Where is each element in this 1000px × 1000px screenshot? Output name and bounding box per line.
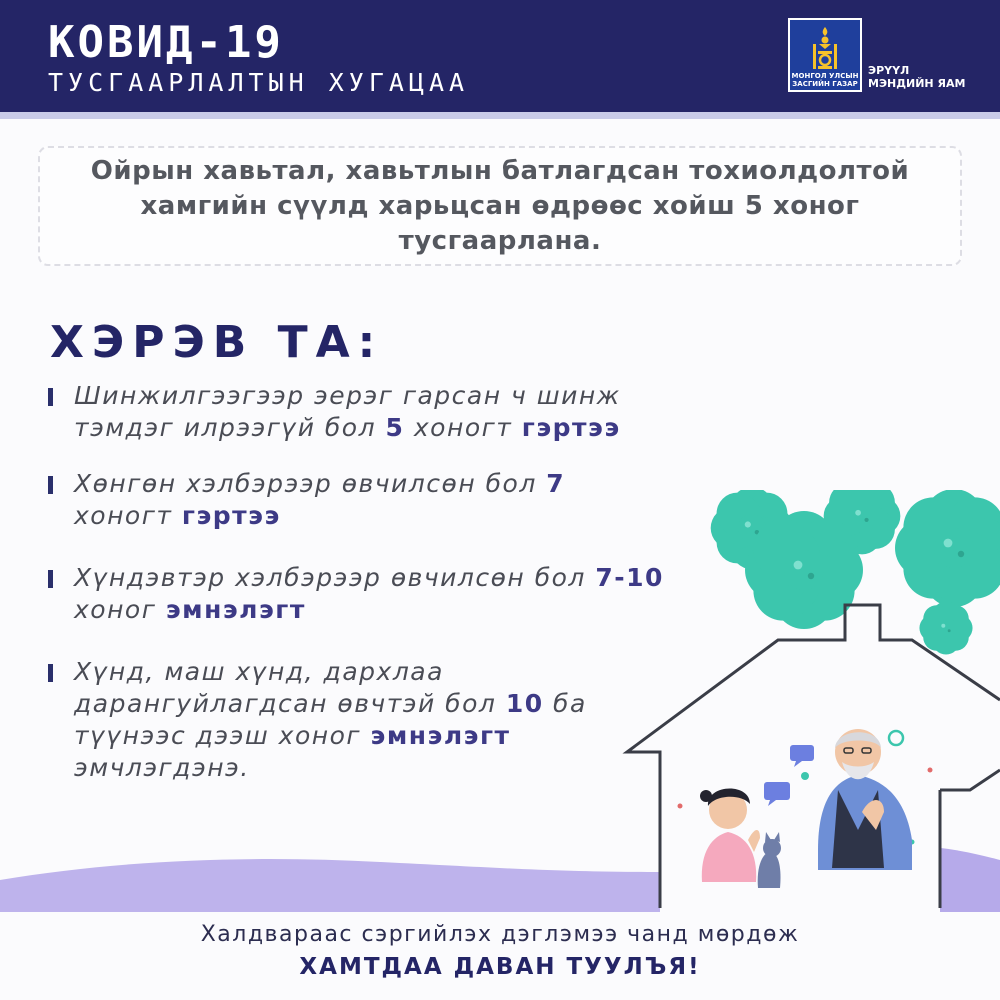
cat-figure — [757, 832, 781, 888]
virus-icon — [843, 497, 881, 535]
list-item: Хүндэвтэр хэлбэрээр өвчилсөн бол 7-10 хо… — [48, 562, 668, 626]
condition-text: Хүнд, маш хүнд, дархлаа дарангуйлагдсан … — [74, 657, 506, 718]
logo-caption: МОНГОЛ УЛСЫН ЗАСГИЙН ГАЗАР — [791, 72, 859, 88]
chat-bubble-icon — [764, 782, 790, 800]
ministry-name-line2: МЭНДИЙН ЯАМ — [868, 77, 966, 90]
care-location: эмнэлэгт — [165, 595, 306, 624]
duration-unit: ба түүнээс дээш хоног — [74, 689, 587, 750]
soyombo-icon — [813, 27, 837, 69]
bullet-bar — [48, 664, 53, 682]
girl-figure — [700, 788, 760, 882]
section-heading: ХЭРЭВ ТА: — [50, 317, 384, 368]
house-outline-icon — [622, 603, 1000, 908]
virus-icon — [925, 519, 983, 577]
isolation-notice: Ойрын хавьтал, хавьтлын батлагдсан тохио… — [38, 146, 962, 266]
grandfather-figure — [818, 729, 912, 870]
footer-message: Халдвараас сэргийлэх дэглэмээ чанд мөрдө… — [200, 922, 800, 947]
duration-days: 5 — [385, 413, 405, 442]
care-location: гэртээ — [521, 413, 621, 442]
header-banner: КОВИД-19 ТУСГААРЛАЛТЫН ХУГАЦАА МОНГОЛ УЛ… — [0, 0, 1000, 112]
header-stripe — [0, 112, 1000, 119]
bullet-bar — [48, 476, 53, 494]
chat-bubble-icon — [790, 745, 814, 761]
duration-days: 7 — [546, 469, 566, 498]
page-title: КОВИД-19 — [48, 17, 284, 68]
ministry-name: ЭРҮҮЛ МЭНДИЙН ЯАМ — [868, 64, 996, 90]
bullet-bar — [48, 388, 53, 406]
ministry-name-line1: ЭРҮҮЛ — [868, 64, 910, 77]
condition-suffix: эмчлэгдэнэ. — [74, 753, 250, 782]
care-location: гэртээ — [181, 501, 281, 530]
virus-icon — [775, 541, 833, 599]
government-logo: МОНГОЛ УЛСЫН ЗАСГИЙН ГАЗАР — [788, 18, 862, 92]
duration-unit: хоног — [74, 595, 166, 624]
duration-unit: хоногт — [74, 501, 182, 530]
list-item: Хүнд, маш хүнд, дархлаа дарангуйлагдсан … — [48, 656, 608, 784]
ground-wave — [0, 859, 660, 912]
page-subtitle: ТУСГААРЛАЛТЫН ХУГАЦАА — [48, 68, 470, 97]
condition-text: Хөнгөн хэлбэрээр өвчилсөн бол — [74, 469, 547, 498]
duration-days: 7-10 — [595, 563, 664, 592]
care-location: эмнэлэгт — [370, 721, 511, 750]
list-item: Хөнгөн хэлбэрээр өвчилсөн бол 7 хоногт г… — [48, 468, 668, 532]
condition-text: Хүндэвтэр хэлбэрээр өвчилсөн бол — [74, 563, 596, 592]
footer-slogan: ХАМТДАА ДАВАН ТУУЛЪЯ! — [299, 954, 701, 980]
bullet-bar — [48, 570, 53, 588]
home-isolation-illustration — [0, 490, 1000, 912]
condition-text: Шинжилгээгээр эерэг гарсан ч шинж тэмдэг… — [74, 381, 621, 442]
virus-icon — [933, 615, 959, 641]
isolation-notice-text: Ойрын хавьтал, хавьтлын батлагдсан тохио… — [90, 155, 910, 256]
list-item: Шинжилгээгээр эерэг гарсан ч шинж тэмдэг… — [48, 380, 668, 444]
duration-days: 10 — [505, 689, 544, 718]
heart-icon — [801, 772, 809, 780]
house-eave-right — [940, 768, 1000, 792]
ground-wave-right — [940, 848, 1000, 912]
duration-unit: хоногт — [404, 413, 522, 442]
phone-icon — [887, 729, 905, 747]
